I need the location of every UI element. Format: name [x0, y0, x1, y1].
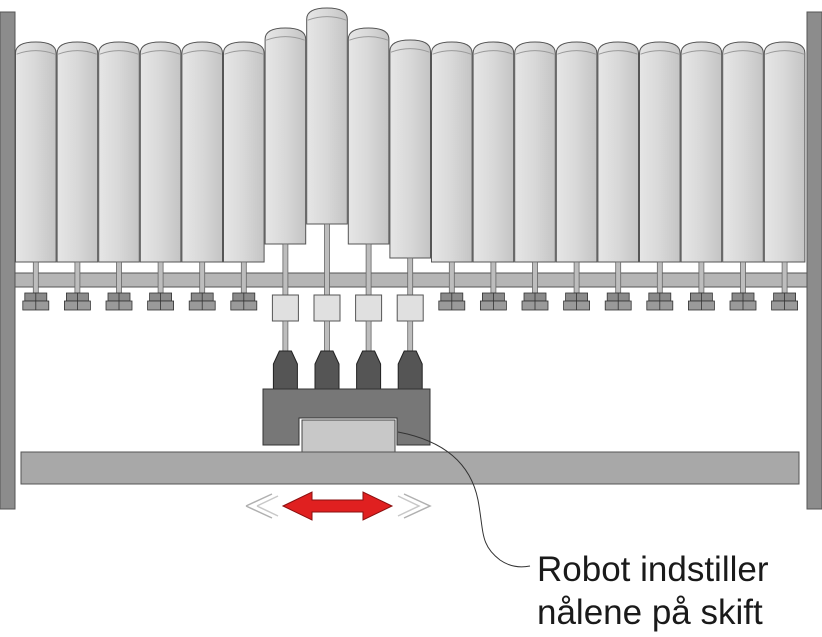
needle [763, 41, 806, 263]
caption: Robot indstiller nålene på skift [537, 548, 822, 634]
robot-actuator [272, 350, 298, 390]
needle-cap [57, 50, 97, 55]
needle [139, 41, 182, 263]
needle-stem [781, 261, 788, 294]
needle-cap [390, 48, 430, 53]
needle [347, 27, 390, 245]
needle-cap [182, 50, 222, 55]
needle-stem [157, 261, 164, 294]
actuator-stem [324, 320, 330, 352]
needle-stem [407, 257, 414, 296]
needle [597, 41, 639, 263]
needle [56, 41, 99, 263]
needle-stem [448, 261, 455, 294]
leader-line [397, 431, 531, 568]
needle [431, 41, 473, 263]
needle-lower-parts [22, 223, 798, 390]
needle-cap [99, 50, 139, 55]
needle-cap [224, 50, 264, 55]
needle-stem [240, 261, 247, 294]
needle-stem [116, 261, 122, 294]
needle-cap [515, 50, 555, 55]
double-headed-arrow [245, 491, 432, 521]
needle-cap [349, 36, 389, 41]
robot-sensor [301, 419, 396, 453]
needle-group [15, 7, 806, 263]
needle-cap [141, 50, 181, 55]
needle-stem [698, 261, 705, 294]
needle [389, 39, 431, 259]
needle-cap [307, 16, 347, 21]
needle-coupler [271, 294, 299, 322]
caption-line-2: nålene på skift [537, 593, 763, 632]
needle-stem [199, 261, 206, 294]
needle [722, 41, 764, 263]
needle [555, 41, 598, 263]
needle [306, 7, 348, 225]
actuator-stem [282, 320, 289, 352]
needle-stem [74, 261, 81, 294]
needle-stem [656, 261, 663, 294]
needle [680, 41, 723, 263]
needle-stem [365, 243, 372, 296]
needle-coupler [355, 294, 383, 322]
frame-left-post [0, 11, 16, 510]
needle [15, 41, 57, 263]
motion-arrow-echo [245, 493, 432, 519]
actuator-stem [365, 320, 372, 352]
needle-stem [573, 261, 580, 294]
needle-coupler [313, 294, 341, 322]
robot-actuator [356, 350, 382, 390]
needle-cap [432, 50, 472, 55]
needle [264, 27, 307, 245]
needle [98, 41, 140, 263]
needle-cap [723, 50, 763, 55]
motion-arrow-echo-2 [256, 495, 421, 517]
needle-cap [681, 50, 721, 55]
needle [639, 41, 681, 263]
robot-actuator [314, 350, 340, 390]
needle-cap [265, 36, 305, 41]
robot-body [262, 388, 431, 446]
needle-coupler [396, 294, 424, 322]
needle-stem [490, 261, 497, 294]
actuator-stem [407, 320, 414, 352]
needle-cap [765, 50, 805, 55]
frame-right-post [806, 11, 822, 510]
needle-cap [16, 50, 56, 55]
needle-stem [615, 261, 622, 294]
needle-cap [473, 50, 513, 55]
needle-stem [32, 261, 39, 294]
needle-cap [598, 50, 638, 55]
needle-stem [282, 243, 289, 296]
needle-stem [532, 261, 538, 294]
motion-arrow [281, 491, 394, 521]
needle-stem [740, 261, 746, 294]
linear-track [20, 451, 800, 485]
needle-cap [640, 50, 680, 55]
caption-line-1: Robot indstiller [537, 550, 769, 589]
needle-stem [324, 223, 330, 296]
needle-cap [557, 50, 597, 55]
robot-actuator [397, 350, 423, 390]
needle [223, 41, 265, 263]
needle [472, 41, 515, 263]
needle [181, 41, 223, 263]
needle [514, 41, 556, 263]
robot-carriage [262, 388, 431, 453]
